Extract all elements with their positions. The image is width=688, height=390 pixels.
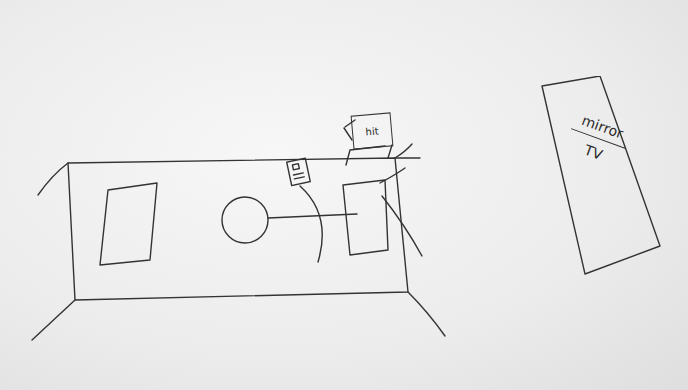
sketch-arc [300, 186, 322, 262]
chair-lines [345, 120, 355, 127]
leg-line [408, 292, 445, 336]
leg-line [395, 144, 412, 158]
leg-line [395, 157, 420, 158]
right-pad [343, 180, 388, 255]
round-object [222, 197, 268, 243]
panel-label: mirror [580, 112, 626, 142]
mirror-tv-panel: mirrorTV [540, 76, 662, 276]
cable-line [268, 214, 357, 218]
sketch-line [382, 196, 422, 256]
table-outline [68, 158, 408, 300]
leg-line [38, 163, 68, 195]
left-pad [100, 183, 157, 265]
sketch-line [380, 168, 405, 183]
small-device [287, 158, 311, 185]
panel-label: TV [582, 142, 605, 163]
panel-outline [540, 76, 662, 276]
box-label: hit [365, 125, 379, 137]
leg-line [32, 300, 75, 340]
labelled-box: hit [351, 112, 394, 149]
panel-text-group: mirrorTV [555, 106, 641, 172]
